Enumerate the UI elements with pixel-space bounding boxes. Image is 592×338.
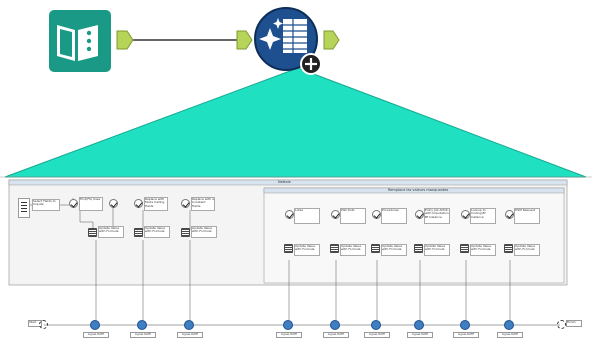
formula-label: Update Value with Formula [424, 244, 450, 256]
start-gear-icon[interactable] [39, 320, 48, 329]
formula-tool-icon[interactable] [460, 244, 469, 253]
output-wires [95, 240, 511, 320]
output-node-label: Lignes DATE [276, 332, 302, 338]
finish-gear-icon[interactable] [557, 320, 566, 329]
filter-check-icon[interactable] [285, 210, 294, 219]
checkmark-icon [135, 200, 143, 208]
filter-label: Entry Job Attrib. with Imputation Bf Ins… [424, 208, 450, 224]
formula-tool-icon[interactable] [330, 244, 339, 253]
output-node-icon[interactable] [184, 320, 194, 330]
filter-label: Find(FS) Uses [79, 197, 103, 211]
output-node-icon[interactable] [460, 320, 470, 330]
formula-label: Update Value with Formula [191, 226, 217, 238]
filter-label: Replace with a Constant Fields [191, 197, 215, 211]
select-tool-label: Select Fields to Impute [32, 199, 60, 211]
filter-label: Replace with Mode Calling Fields [144, 197, 168, 211]
formula-bars-icon [182, 230, 189, 231]
filter-check-icon[interactable] [372, 210, 381, 219]
output-node-label: Lignes DATE [323, 332, 349, 338]
output-node-icon[interactable] [371, 320, 381, 330]
output-node-label: Lignes DATE [130, 332, 156, 338]
end-label: Finish [566, 320, 582, 327]
filter-label: Procedures [381, 208, 407, 224]
input-output-anchor[interactable] [116, 30, 134, 50]
formula-tool-icon[interactable] [504, 244, 513, 253]
output-node-icon[interactable] [414, 320, 424, 330]
output-node-icon[interactable] [330, 320, 340, 330]
output-node-label: Lignes DATE [497, 332, 523, 338]
checkmark-icon [70, 200, 78, 208]
formula-label: Update Value with Formula [144, 226, 170, 238]
filter-label: Lotes [294, 208, 320, 224]
outer-container-title: Nettoie [278, 180, 291, 184]
formula-bars-icon [415, 246, 422, 247]
formula-bars-icon [331, 246, 338, 247]
plus-icon [300, 53, 322, 75]
zoom-wedge [4, 67, 587, 178]
formula-bars-icon [461, 246, 468, 247]
imputation-macro-tool[interactable] [254, 7, 322, 75]
formula-label: Update Value with Formula [340, 244, 366, 256]
macro-input-anchor[interactable] [236, 30, 253, 50]
filter-label: Lookup to Coding Bf Instance [470, 208, 496, 224]
formula-tool-icon[interactable] [181, 228, 190, 237]
output-node-icon[interactable] [90, 320, 100, 330]
formula-bars-icon [505, 246, 512, 247]
checkmark-icon [416, 211, 424, 219]
filter-check-icon[interactable] [109, 199, 118, 208]
output-node-icon[interactable] [283, 320, 293, 330]
output-node-label: Lignes DATE [364, 332, 390, 338]
formula-tool-icon[interactable] [134, 228, 143, 237]
formula-tool-icon[interactable] [371, 244, 380, 253]
input-data-tool[interactable] [49, 10, 111, 72]
select-tool[interactable] [18, 198, 30, 218]
filter-check-icon[interactable] [181, 199, 190, 208]
checkmark-icon [332, 211, 340, 219]
checkmark-icon [182, 200, 190, 208]
output-node-icon[interactable] [137, 320, 147, 330]
filter-check-icon[interactable] [461, 210, 470, 219]
formula-label: Update Value with Formula [470, 244, 496, 256]
filter-check-icon[interactable] [134, 199, 143, 208]
formula-bars-icon [89, 230, 96, 231]
list-icon [21, 202, 27, 203]
formula-bars-icon [372, 246, 379, 247]
filter-check-icon[interactable] [415, 210, 424, 219]
filter-label: DSM Request [514, 208, 540, 224]
checkmark-icon [110, 200, 118, 208]
formula-tool-icon[interactable] [414, 244, 423, 253]
filter-check-icon[interactable] [505, 210, 514, 219]
formula-label: Update Value with Formula [294, 244, 320, 256]
formula-tool-icon[interactable] [88, 228, 97, 237]
inner-container[interactable] [263, 187, 565, 284]
output-node-icon[interactable] [504, 320, 514, 330]
macro-output-anchor[interactable] [323, 30, 340, 50]
checkmark-icon [286, 211, 294, 219]
formula-label: Update Value with Formula [381, 244, 407, 256]
filter-check-icon[interactable] [69, 199, 78, 208]
formula-bars-icon [135, 230, 142, 231]
output-node-label: Lignes DATE [83, 332, 109, 338]
checkmark-icon [506, 211, 514, 219]
output-node-label: Lignes DATE [407, 332, 433, 338]
formula-tool-icon[interactable] [284, 244, 293, 253]
output-node-label: Lignes DATE [177, 332, 203, 338]
inner-container-title: Remplace les valeurs manquantes [388, 188, 449, 192]
checkmark-icon [462, 211, 470, 219]
output-node-label: Lignes DATE [453, 332, 479, 338]
checkmark-icon [373, 211, 381, 219]
sparkle-table-icon [259, 18, 307, 53]
formula-label: Update Value with Formula [514, 244, 540, 256]
formula-label: Update Value with Formula [98, 226, 124, 238]
filter-check-icon[interactable] [331, 210, 340, 219]
formula-bars-icon [285, 246, 292, 247]
filter-label: Plat Dots [340, 208, 366, 224]
